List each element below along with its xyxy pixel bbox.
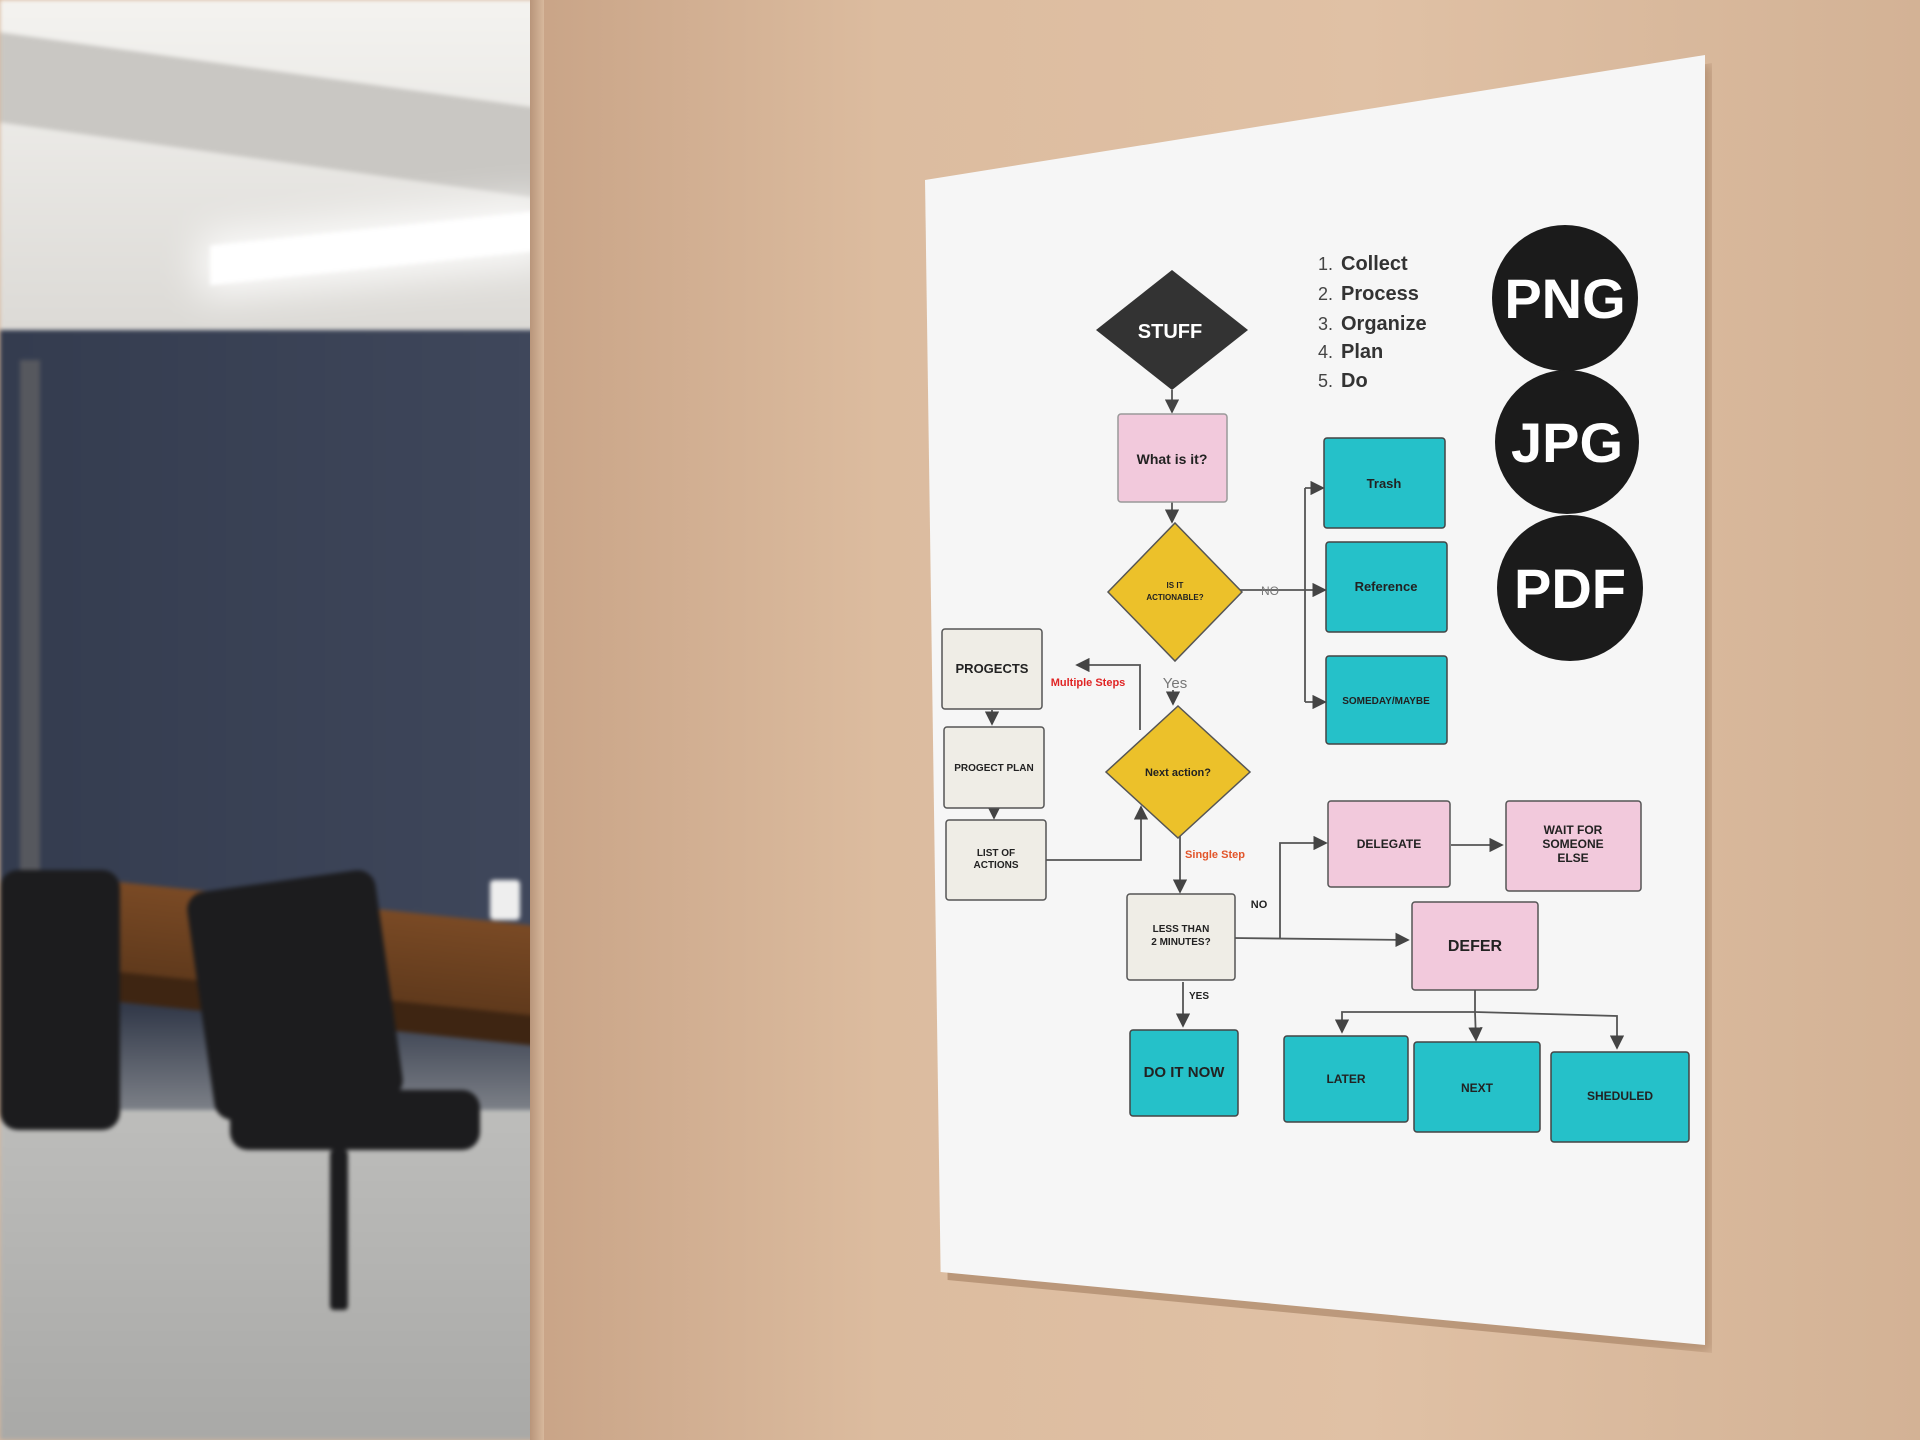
trash-label: Trash [1367,476,1402,491]
edge-label-multiple-steps: Multiple Steps [1051,677,1126,689]
defer-label: DEFER [1448,938,1503,955]
step-4-label: Plan [1341,341,1383,363]
wall-pipe [20,360,40,920]
actionable-label-2: ACTIONABLE? [1146,593,1203,602]
reference-label: Reference [1355,579,1418,594]
progects-label: PROGECTS [956,661,1029,676]
step-1-label: Collect [1341,253,1408,275]
step-5-label: Do [1341,370,1368,392]
desk-cup [490,880,520,920]
blurred-office-background [0,0,535,1440]
step-5-number: 5. [1318,371,1333,391]
edge-label-yes-bottom: YES [1189,991,1209,1002]
edge-label-no-top: NO [1261,584,1279,598]
wait-label-2: SOMEONE [1542,837,1603,851]
do-it-now-box [1129,1029,1239,1117]
actionable-label-1: IS IT [1167,581,1184,590]
office-chair-base [330,1150,348,1310]
office-chair-left [0,870,120,1130]
reference-box [1325,541,1448,633]
progects-box [941,628,1043,710]
edge-label-single-step: Single Step [1185,849,1245,861]
office-chair-seat [230,1090,480,1150]
do-it-now-label: DO IT NOW [1144,1064,1226,1081]
connector-lines [984,390,1625,1050]
edge-label-yes: Yes [1163,675,1187,692]
next-action-label: Next action? [1145,767,1211,779]
delegate-box [1327,800,1451,888]
someday-box [1325,655,1448,745]
next-action-diamond [1104,704,1252,840]
png-badge-label: PNG [1504,267,1625,330]
step-3-label: Organize [1341,313,1427,335]
next-label: NEXT [1461,1081,1494,1095]
later-box [1283,1035,1409,1123]
defer-box [1411,901,1539,991]
floor [0,1110,535,1440]
step-3-number: 3. [1318,314,1333,334]
pdf-badge [1497,515,1643,661]
next-box [1413,1041,1541,1133]
less-than-label-1: LESS THAN [1153,924,1210,935]
trash-box [1323,437,1446,529]
step-1-number: 1. [1318,254,1333,274]
list-of-actions-box [945,819,1047,901]
later-label: LATER [1326,1072,1365,1086]
what-is-it-box [1117,413,1228,503]
list-of-actions-label-1: LIST OF [977,848,1015,859]
sheduled-box [1550,1051,1690,1143]
less-than-label-2: 2 MINUTES? [1151,937,1210,948]
delegate-label: DELEGATE [1357,837,1421,851]
what-is-it-label: What is it? [1137,451,1208,467]
jpg-badge-label: JPG [1511,411,1623,474]
stuff-label: STUFF [1138,321,1202,343]
actionable-diamond [1106,521,1244,663]
list-of-actions-label-2: ACTIONS [974,860,1019,871]
pdf-badge-label: PDF [1514,557,1626,620]
less-than-2-minutes-box [1126,893,1236,981]
someday-label: SOMEDAY/MAYBE [1342,696,1430,707]
step-2-number: 2. [1318,284,1333,304]
sheduled-label: SHEDULED [1587,1089,1653,1103]
wait-label-1: WAIT FOR [1544,823,1603,837]
progect-plan-box [943,726,1045,809]
progect-plan-label: PROGECT PLAN [954,763,1033,774]
jpg-badge [1495,370,1639,514]
wall-corner-edge [530,0,544,1440]
stuff-diamond [1096,270,1248,390]
png-badge [1492,225,1638,371]
edge-label-no-bottom: NO [1251,899,1268,911]
wait-for-someone-box [1505,800,1642,892]
step-2-label: Process [1341,283,1419,305]
steps-list: 1. Collect 2. Process 3. Organize 4. Pla… [1318,253,1427,392]
step-4-number: 4. [1318,342,1333,362]
wait-label-3: ELSE [1557,851,1588,865]
